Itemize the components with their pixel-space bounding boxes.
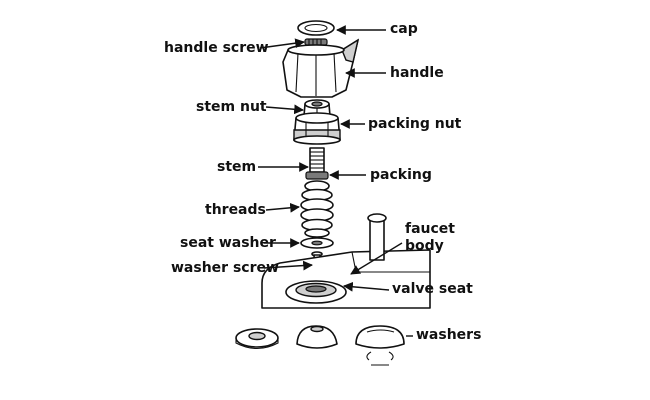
label-threads: threads xyxy=(205,202,266,218)
label-packing: packing xyxy=(370,167,432,183)
threads-part xyxy=(300,180,334,238)
stem-part xyxy=(309,147,325,173)
seat-washer-part xyxy=(300,237,334,249)
washer-beveled xyxy=(296,325,338,349)
label-stem-nut: stem nut xyxy=(196,99,267,115)
label-faucet-body-line2: body xyxy=(405,238,444,254)
label-valve-seat: valve seat xyxy=(392,281,473,297)
handle-screw-part xyxy=(304,38,328,46)
handle-part xyxy=(282,38,360,98)
label-stem: stem xyxy=(217,159,257,175)
packing-nut-part xyxy=(293,112,341,145)
label-washer-screw: washer screw xyxy=(171,260,279,276)
valve-seat-part xyxy=(285,280,347,304)
label-handle-screw: handle screw xyxy=(164,40,269,56)
label-handle: handle xyxy=(390,65,444,81)
cap-part xyxy=(297,20,335,36)
label-seat-washer: seat washer xyxy=(180,235,276,251)
label-cap: cap xyxy=(390,21,418,37)
label-packing-nut: packing nut xyxy=(368,116,462,132)
packing-part xyxy=(305,171,329,180)
label-faucet-body-line1: faucet xyxy=(405,221,455,237)
washer-round xyxy=(355,325,405,366)
label-washers: washers xyxy=(416,327,482,343)
leader-lines xyxy=(258,25,413,337)
washer-flat xyxy=(235,328,279,350)
